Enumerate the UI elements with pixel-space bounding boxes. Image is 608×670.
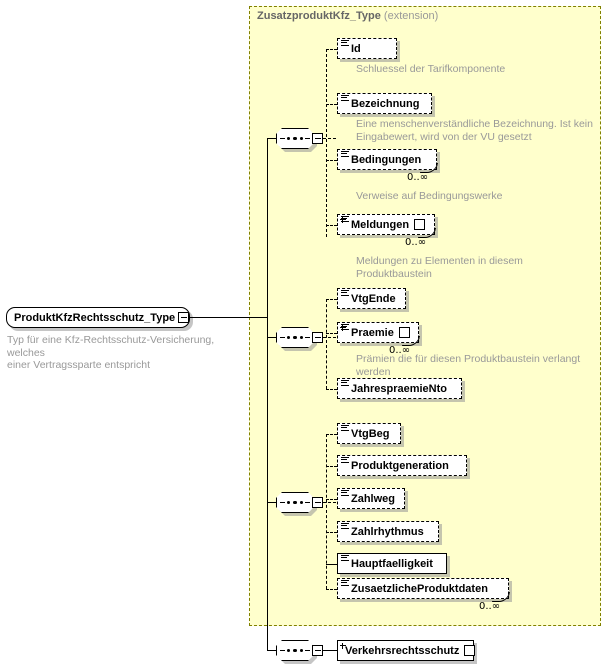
element-label: Praemie [351, 326, 394, 339]
element-label: Verkehrsrechtsschutz [345, 644, 460, 657]
sequence-1-branch-bus [326, 49, 327, 237]
sequence-4-collapse-toggle[interactable] [312, 645, 323, 656]
element-label: VtgBeg [351, 427, 390, 440]
root-type-label: ProduktKfzRechtsschutz_Type [14, 311, 176, 324]
annotation-bezeichnung: Eine menschenverständliche Bezeichnung. … [356, 118, 593, 143]
element-box-zusaetzlicheproduktdaten[interactable]: ZusaetzlicheProduktdaten [337, 578, 509, 599]
element-label: Hauptfaelligkeit [351, 557, 433, 570]
branch-line-vtgbeg [326, 434, 337, 435]
element-label: Produktgeneration [351, 459, 449, 472]
element-label: Zahlweg [351, 492, 396, 505]
element-box-meldungen[interactable]: Meldungen [337, 214, 435, 235]
sequence-3-branch-bus [326, 434, 327, 589]
branch-line-meldungen [326, 225, 337, 226]
element-lines-icon [341, 40, 349, 47]
element-expand-toggle-verkehrsrechtsschutz[interactable] [464, 645, 476, 656]
element-lines-icon [341, 555, 349, 562]
annotation-id: Schluessel der Tarifkomponente [356, 63, 506, 75]
main-trunk-line [267, 138, 268, 650]
sequence-2-marks [276, 327, 314, 348]
sequence-3-branch-stub [323, 502, 336, 503]
extension-group-title: ZusatzproduktKfz_Type (extension) [257, 10, 438, 22]
element-expand-toggle-praemie[interactable] [398, 327, 410, 338]
branch-line-zusaetzlicheproduktdaten [326, 589, 337, 590]
branch-line-hauptfaelligkeit [326, 564, 337, 565]
sequence-1-stub [267, 138, 277, 139]
element-box-id[interactable]: Id [337, 38, 397, 59]
root-type-box[interactable]: ProduktKfzRechtsschutz_Type [6, 307, 190, 328]
sequence-4-stub [267, 650, 277, 651]
element-box-vtgende[interactable]: VtgEnde [337, 288, 406, 309]
extension-type-name: ZusatzproduktKfz_Type [257, 10, 381, 22]
element-label: ZusaetzlicheProduktdaten [351, 582, 488, 595]
occurs-praemie: 0..∞ [389, 345, 411, 356]
sequence-1-branch-stub [323, 138, 336, 139]
branch-line-zahlweg [326, 499, 337, 500]
element-lines-icon [341, 290, 349, 297]
element-lines-icon [341, 523, 349, 530]
element-lines-icon [341, 580, 349, 587]
occurs-meldungen: 0..∞ [405, 237, 427, 248]
element-lines-icon [341, 457, 349, 464]
element-lines-icon [341, 425, 349, 432]
element-box-bezeichnung[interactable]: Bezeichnung [337, 93, 432, 114]
element-lines-icon [341, 490, 349, 497]
root-type-annotation: Typ für eine Kfz-Rechtsschutz-Versicheru… [7, 334, 215, 371]
element-box-hauptfaelligkeit[interactable]: Hauptfaelligkeit [337, 553, 447, 574]
element-label: JahrespraemieNto [351, 382, 447, 395]
occurs-zusaetzlicheproduktdaten: 0..∞ [479, 601, 501, 612]
element-box-zahlweg[interactable]: Zahlweg [337, 488, 405, 509]
element-label: VtgEnde [351, 292, 396, 305]
branch-line-bezeichnung [326, 104, 337, 105]
element-expand-toggle-meldungen[interactable] [414, 219, 426, 230]
element-lines-icon [341, 380, 349, 387]
element-lines-icon [341, 151, 349, 158]
sequence-2-branch-stub [323, 337, 336, 338]
branch-line-id [326, 49, 337, 50]
occurs-bedingungen: 0..∞ [407, 172, 429, 183]
element-box-produktgeneration[interactable]: Produktgeneration [337, 455, 467, 476]
annotation-bedingungen: Verweise auf Bedingungswerke [356, 190, 503, 202]
branch-line-vtgende [326, 299, 337, 300]
sequence-1-marks [276, 128, 314, 149]
element-box-vtgbeg[interactable]: VtgBeg [337, 423, 401, 444]
branch-line-praemie [326, 333, 337, 334]
element-label: Bedingungen [351, 153, 422, 166]
sequence-1-collapse-toggle[interactable] [312, 133, 323, 144]
sequence-4-marks [276, 640, 314, 661]
branch-line-bedingungen [326, 160, 337, 161]
root-connector-line [189, 317, 268, 318]
sequence-4-branch-stub [323, 650, 337, 651]
element-label: Zahlrhythmus [351, 525, 424, 538]
sequence-3-collapse-toggle[interactable] [312, 497, 323, 508]
sequence-3-marks [276, 492, 314, 513]
element-label: Id [351, 42, 361, 55]
sequence-2-collapse-toggle[interactable] [312, 332, 323, 343]
element-lines-icon [341, 95, 349, 102]
element-box-verkehrsrechtsschutz[interactable]: Verkehrsrechtsschutz [337, 640, 476, 661]
root-type-collapse-toggle[interactable] [178, 312, 189, 323]
annotation-praemie: Prämien die für diesen Produktbaustein v… [356, 353, 581, 378]
branch-line-produktgeneration [326, 466, 337, 467]
branch-line-zahlrhythmus [326, 532, 337, 533]
element-box-zahlrhythmus[interactable]: Zahlrhythmus [337, 521, 439, 542]
annotation-meldungen: Meldungen zu Elementen in diesem Produkt… [356, 255, 523, 280]
sequence-2-branch-bus [326, 299, 327, 389]
sequence-2-stub [267, 337, 277, 338]
element-label: Bezeichnung [351, 97, 420, 110]
sequence-3-stub [267, 502, 277, 503]
extension-kind-label: (extension) [383, 10, 439, 22]
element-box-jahrespraemiento[interactable]: JahrespraemieNto [337, 378, 462, 399]
element-label: Meldungen [351, 218, 410, 231]
branch-line-jahrespraemiento [326, 389, 337, 390]
